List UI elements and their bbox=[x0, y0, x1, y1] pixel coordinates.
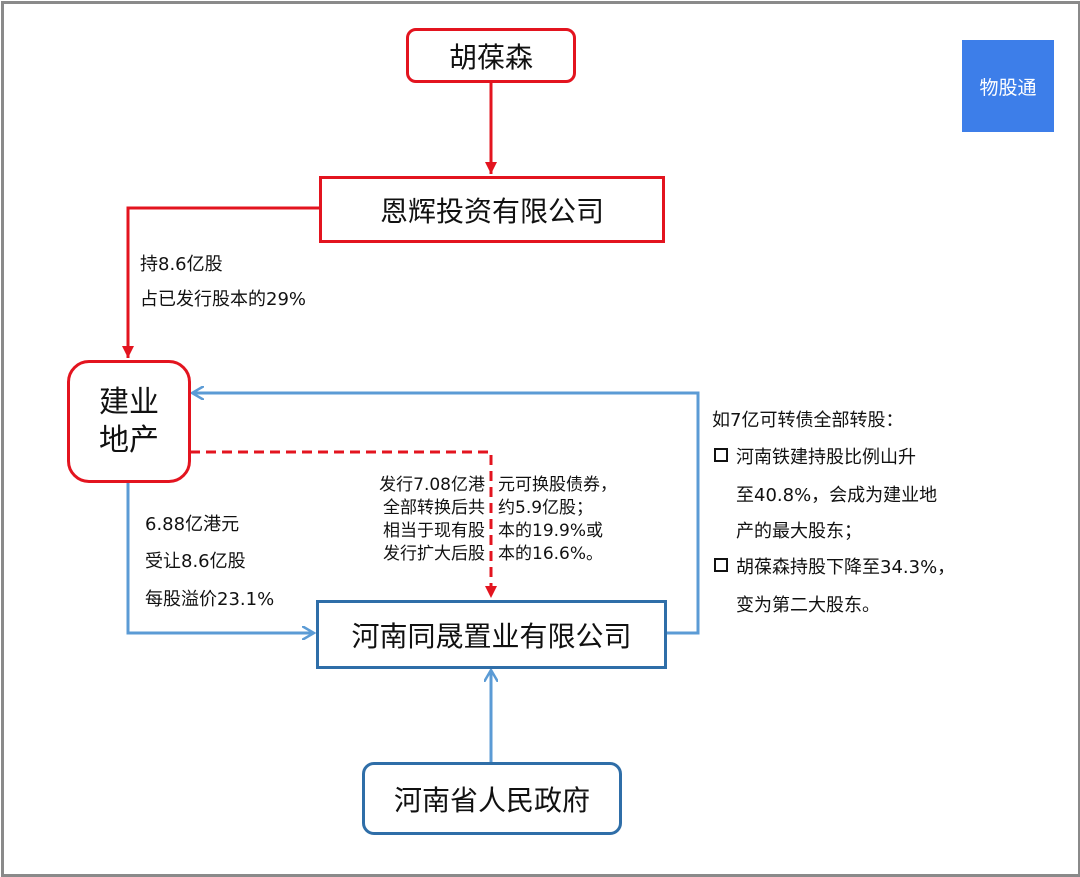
bond-line: 全部转换后共 bbox=[383, 498, 485, 518]
bullet-2: 胡葆森持股下降至34.3%， bbox=[714, 553, 955, 579]
holding-label: 占已发行股本的29% bbox=[140, 289, 307, 310]
node-henan-government: 河南省人民政府 bbox=[362, 762, 622, 835]
bond-line: 本的19.9%或 bbox=[498, 521, 604, 541]
transfer-label: 受让8.6亿股 bbox=[145, 551, 246, 572]
transfer-label: 每股溢价23.1% bbox=[145, 589, 275, 610]
bullet-text: 变为第二大股东。 bbox=[736, 595, 880, 616]
node-tongsheng: 河南同晟置业有限公司 bbox=[316, 600, 667, 669]
node-label: 建业 bbox=[99, 385, 159, 420]
node-label: 恩辉投资有限公司 bbox=[379, 194, 604, 228]
node-jianye: 建业 地产 bbox=[67, 360, 191, 483]
bond-line: 元可换股债券， bbox=[498, 475, 617, 495]
node-hu-baosen: 胡葆森 bbox=[406, 28, 576, 83]
bond-line: 发行扩大后股 bbox=[383, 544, 485, 564]
bond-text-right: 元可换股债券， 约5.9亿股； 本的19.9%或 本的16.6%。 bbox=[498, 474, 617, 566]
square-bullet-icon bbox=[714, 448, 728, 462]
arrow-tongsheng-to-jianye bbox=[192, 393, 700, 635]
bullet-text: 产的最大股东； bbox=[736, 521, 862, 542]
bond-line: 约5.9亿股； bbox=[498, 498, 594, 518]
bullet-text: 胡葆森持股下降至34.3%， bbox=[736, 557, 956, 578]
node-enhui-investment: 恩辉投资有限公司 bbox=[319, 176, 665, 243]
arrow-bond-dashed bbox=[190, 450, 497, 598]
logo-text: 物股通 bbox=[979, 76, 1037, 99]
bullet-1: 河南铁建持股比例山升 bbox=[714, 443, 916, 469]
node-label: 河南同晟置业有限公司 bbox=[351, 619, 632, 653]
square-bullet-icon bbox=[714, 558, 728, 572]
bond-line: 相当于现有股 bbox=[383, 521, 485, 541]
bullet-text: 至40.8%，会成为建业地 bbox=[736, 485, 938, 506]
arrow-enhui-to-jianye bbox=[122, 206, 319, 358]
node-label: 胡葆森 bbox=[448, 40, 533, 74]
bond-text-left: 发行7.08亿港 全部转换后共 相当于现有股 发行扩大后股 bbox=[362, 474, 485, 566]
transfer-label: 6.88亿港元 bbox=[145, 514, 240, 535]
arrow-jianye-to-tongsheng bbox=[126, 482, 314, 633]
bullet-text: 河南铁建持股比例山升 bbox=[736, 447, 916, 468]
node-label: 河南省人民政府 bbox=[393, 783, 590, 817]
conversion-heading: 如7亿可转债全部转股： bbox=[712, 410, 904, 431]
bond-line: 发行7.08亿港 bbox=[379, 475, 485, 495]
logo: 物股通 bbox=[962, 40, 1054, 132]
bond-line: 本的16.6%。 bbox=[498, 544, 604, 564]
node-label: 地产 bbox=[99, 422, 159, 458]
holding-label: 持8.6亿股 bbox=[140, 254, 223, 275]
